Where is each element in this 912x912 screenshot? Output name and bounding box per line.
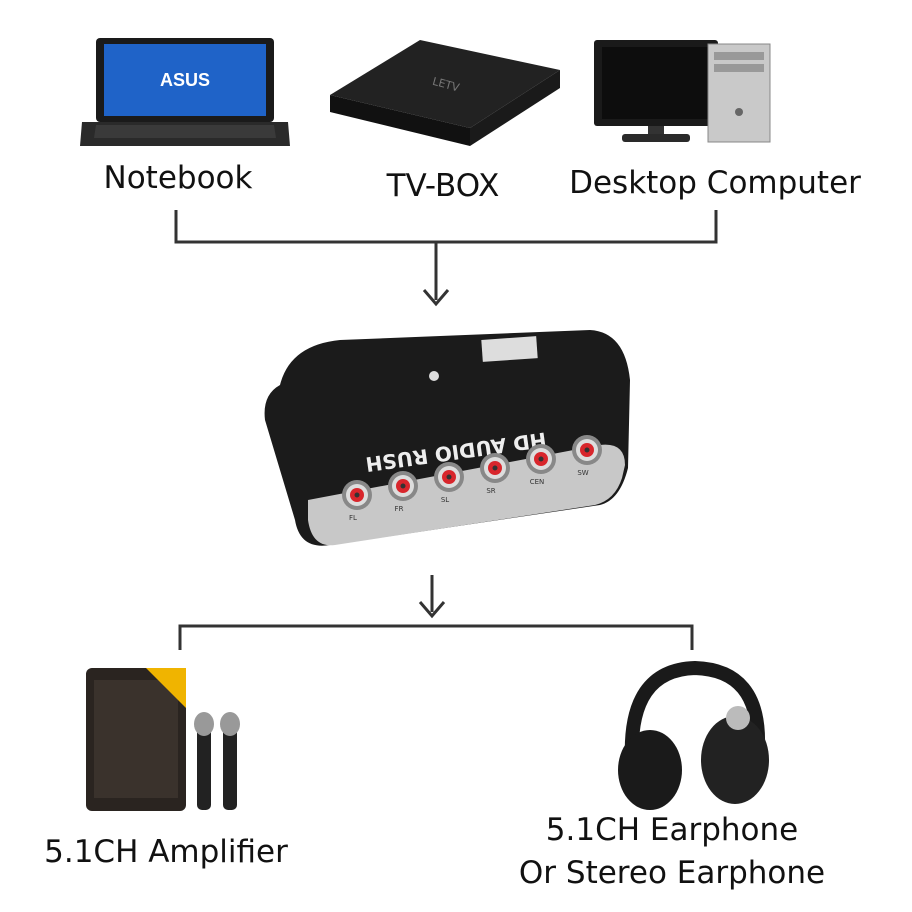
port-sr: SR — [480, 453, 510, 495]
decoder-ports: FL FR SL SR CEN SW — [342, 435, 602, 522]
port-sw: SW — [572, 435, 602, 477]
port-label: FR — [395, 505, 404, 513]
notebook-label: Notebook — [103, 160, 253, 196]
asus-logo: ASUS — [160, 70, 210, 90]
port-label: SW — [577, 469, 588, 477]
tv-box-label: TV-BOX — [386, 168, 500, 204]
tv-box-image: LETV — [330, 40, 560, 146]
earphone-label-line1: 5.1CH Earphone — [545, 812, 799, 848]
notebook-image: ASUS — [80, 38, 290, 146]
desktop-computer-label: Desktop Computer — [569, 165, 861, 201]
output-connector — [178, 575, 694, 650]
desktop-computer-image — [594, 40, 771, 143]
input-connector — [174, 210, 718, 307]
port-label: CEN — [530, 478, 545, 486]
earphone-label-line2: Or Stereo Earphone — [518, 855, 826, 891]
port-sl: SL — [434, 462, 464, 504]
port-fr: FR — [388, 471, 418, 513]
port-label: SL — [441, 496, 449, 504]
audio-decoder-image: HD AUDIO RUSH — [264, 330, 630, 546]
amplifier-label: 5.1CH Amplifier — [44, 834, 288, 870]
port-label: FL — [349, 514, 357, 522]
port-cen: CEN — [526, 444, 556, 486]
headphones-image — [618, 660, 769, 810]
port-label: SR — [486, 487, 495, 495]
amplifier-image — [86, 668, 240, 811]
port-fl: FL — [342, 480, 372, 522]
